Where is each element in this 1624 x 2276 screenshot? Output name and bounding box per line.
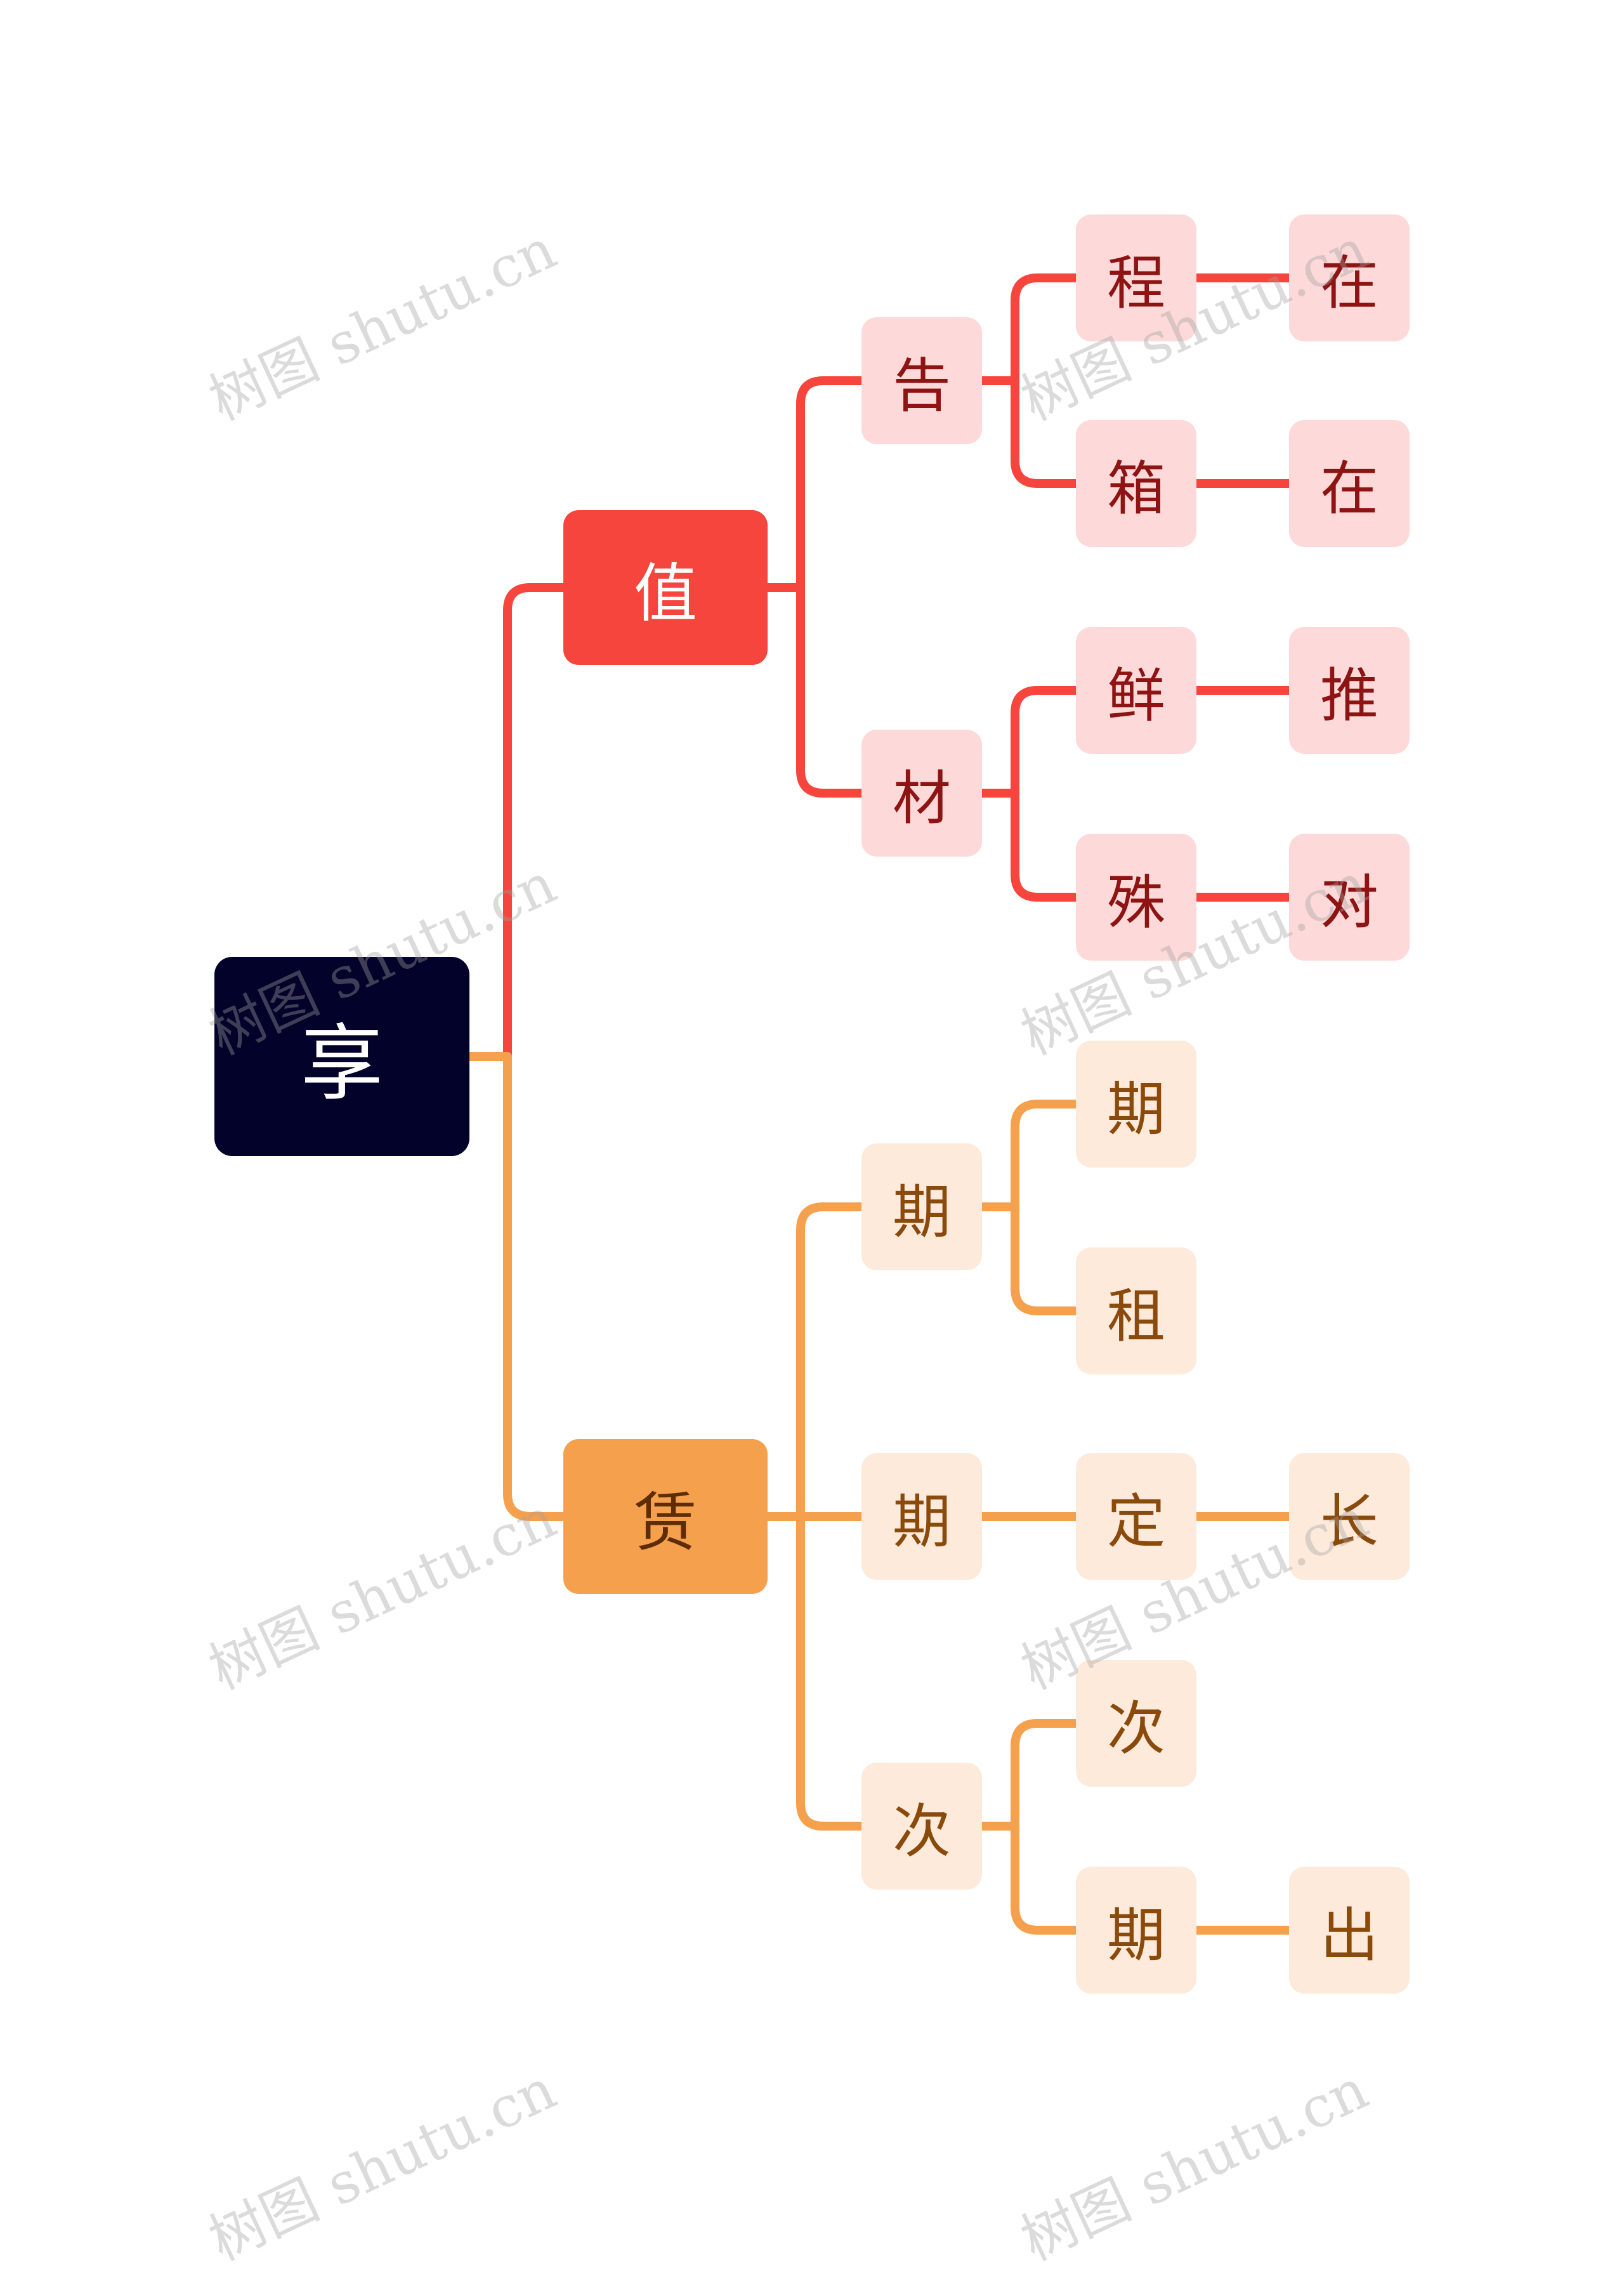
- leaf-node-label: 在: [1320, 249, 1378, 317]
- topic-node-cai[interactable]: 材: [861, 730, 982, 857]
- connector-cai-xian: [978, 686, 1080, 798]
- subtopic-node-label: 鲜: [1106, 661, 1165, 730]
- subtopic-node-label: 程: [1106, 249, 1165, 317]
- branch-node-label: 值: [634, 556, 697, 631]
- connector-ci-qib: [978, 1822, 1080, 1935]
- connector-root-lin: [465, 1052, 568, 1521]
- root-node-label: 享: [300, 1015, 383, 1112]
- topic-node-ci[interactable]: 次: [861, 1763, 982, 1890]
- branch-node-lin[interactable]: 赁: [563, 1439, 768, 1594]
- leaf-node-zai-1[interactable]: 在: [1289, 214, 1410, 341]
- topic-node-label: 期: [892, 1487, 951, 1556]
- topic-node-label: 材: [892, 764, 951, 832]
- subtopic-node-xiang[interactable]: 箱: [1076, 420, 1196, 547]
- leaf-node-chang[interactable]: 长: [1289, 1453, 1410, 1580]
- connector-qi1-qia: [978, 1100, 1080, 1211]
- subtopic-node-ci[interactable]: 次: [1076, 1660, 1196, 1787]
- leaf-node-dui[interactable]: 对: [1289, 834, 1410, 961]
- subtopic-node-zu[interactable]: 租: [1076, 1247, 1196, 1374]
- subtopic-node-cheng[interactable]: 程: [1076, 214, 1196, 341]
- connector-zhi-cai: [763, 583, 866, 798]
- connector-lin-qi1: [763, 1202, 866, 1521]
- connector-ci-ci: [978, 1719, 1080, 1831]
- topic-node-label: 告: [892, 352, 951, 420]
- topic-node-gao[interactable]: 告: [861, 317, 982, 444]
- subtopic-node-label: 期: [1106, 1901, 1165, 1970]
- connector-gao-cheng: [978, 273, 1080, 385]
- leaf-node-zai-2[interactable]: 在: [1289, 420, 1410, 547]
- connector-gao-xiang: [978, 376, 1080, 488]
- subtopic-node-qi-a[interactable]: 期: [1076, 1041, 1196, 1168]
- subtopic-node-qi-b[interactable]: 期: [1076, 1867, 1196, 1994]
- connector-qi1-zu: [978, 1202, 1080, 1315]
- connector-lin-ci: [763, 1512, 866, 1831]
- leaf-node-label: 对: [1320, 868, 1378, 937]
- topic-node-qi-1[interactable]: 期: [861, 1143, 982, 1270]
- topic-node-label: 次: [892, 1797, 951, 1865]
- subtopic-node-label: 箱: [1106, 454, 1165, 523]
- subtopic-node-label: 殊: [1106, 868, 1165, 937]
- leaf-node-label: 出: [1320, 1901, 1378, 1970]
- leaf-node-label: 长: [1320, 1487, 1378, 1556]
- connector-cai-shu: [978, 789, 1080, 902]
- subtopic-node-label: 租: [1106, 1282, 1165, 1350]
- subtopic-node-label: 期: [1106, 1075, 1165, 1143]
- subtopic-node-label: 定: [1106, 1487, 1165, 1556]
- connector-lines: [465, 273, 1293, 1935]
- leaf-node-label: 在: [1320, 454, 1378, 523]
- subtopic-node-shu[interactable]: 殊: [1076, 834, 1196, 961]
- leaf-node-chu[interactable]: 出: [1289, 1867, 1410, 1994]
- subtopic-node-ding[interactable]: 定: [1076, 1453, 1196, 1580]
- leaf-node-tui[interactable]: 推: [1289, 627, 1410, 754]
- branch-node-zhi[interactable]: 值: [563, 510, 768, 665]
- connector-zhi-gao: [763, 376, 866, 592]
- leaf-node-label: 推: [1320, 661, 1378, 730]
- branch-node-label: 赁: [634, 1485, 697, 1560]
- subtopic-node-label: 次: [1106, 1694, 1165, 1763]
- mindmap-canvas: 享 值 告 材 程 箱 鲜 殊 在 在 推 对 赁 期 期 次: [199, 214, 1410, 2273]
- topic-node-label: 期: [892, 1178, 951, 1246]
- topic-node-qi-2[interactable]: 期: [861, 1453, 982, 1580]
- subtopic-node-xian[interactable]: 鲜: [1076, 627, 1196, 754]
- connector-root-zhi: [465, 583, 568, 1061]
- root-node[interactable]: 享: [214, 957, 469, 1156]
